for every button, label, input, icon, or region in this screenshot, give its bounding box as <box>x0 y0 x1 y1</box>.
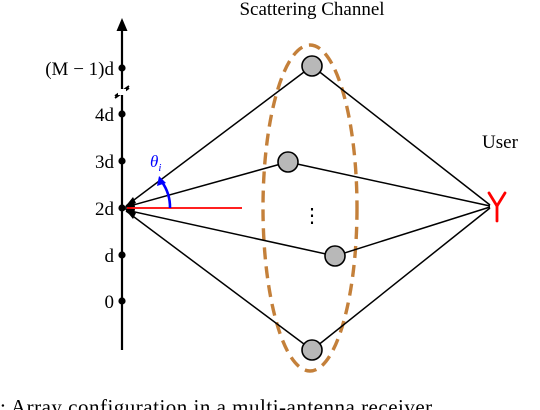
tick-label-3d: 3d <box>95 152 115 173</box>
scatterer-ellipsis: ⋮ <box>302 205 322 227</box>
path-scatterer-3-to-user <box>334 206 491 257</box>
path-array-to-scatterer-2 <box>125 161 289 208</box>
diagram-title: Scattering Channel <box>239 0 384 20</box>
path-scatterer-top-to-user <box>311 65 491 206</box>
scattering-cluster-outline <box>261 43 359 373</box>
angle-label: θi <box>150 152 161 174</box>
array-element-dot <box>118 251 126 259</box>
array-element-dot <box>118 64 126 72</box>
array-element-dot <box>118 110 126 118</box>
path-scatterer-bottom-to-user <box>311 207 491 351</box>
path-array-to-scatterer-top <box>125 65 313 207</box>
tick-label-0: 0 <box>105 292 115 313</box>
angle-symbol: θ <box>150 152 158 171</box>
scatterer-third <box>324 245 346 267</box>
user-antenna-icon <box>487 191 507 223</box>
array-element-dot <box>118 297 126 305</box>
arrowhead <box>124 208 136 219</box>
arrowhead <box>124 197 136 208</box>
angle-arc-arrowhead <box>157 176 166 186</box>
arrowhead <box>124 201 135 208</box>
tick-label-d: d <box>105 246 115 267</box>
scatterers <box>277 55 346 361</box>
tick-label-4d: 4d <box>95 105 115 126</box>
tick-label-2d: 2d <box>95 199 115 220</box>
figure-caption: : Array configuration in a multi-antenna… <box>0 395 433 410</box>
propagation-paths <box>125 65 491 351</box>
path-array-to-scatterer-3 <box>125 209 336 257</box>
scatterer-second <box>277 151 299 173</box>
path-array-to-scatterer-bottom <box>125 210 313 351</box>
array-element-dot <box>118 157 126 165</box>
tick-label-m-minus-1-d: (M − 1)d <box>45 59 114 80</box>
axis-arrow-head <box>116 18 128 31</box>
antenna-array-axis: (M − 1)d 4d 3d 2d d 0 <box>45 18 130 350</box>
angle-subscript: i <box>158 162 161 174</box>
scatterer-top <box>301 55 323 77</box>
arrival-arrowheads <box>124 197 136 219</box>
scatterer-bottom <box>301 339 323 361</box>
array-element-dot <box>118 204 126 212</box>
angle-arc <box>160 181 172 209</box>
path-scatterer-2-to-user <box>287 161 491 207</box>
user-label: User <box>482 132 519 153</box>
